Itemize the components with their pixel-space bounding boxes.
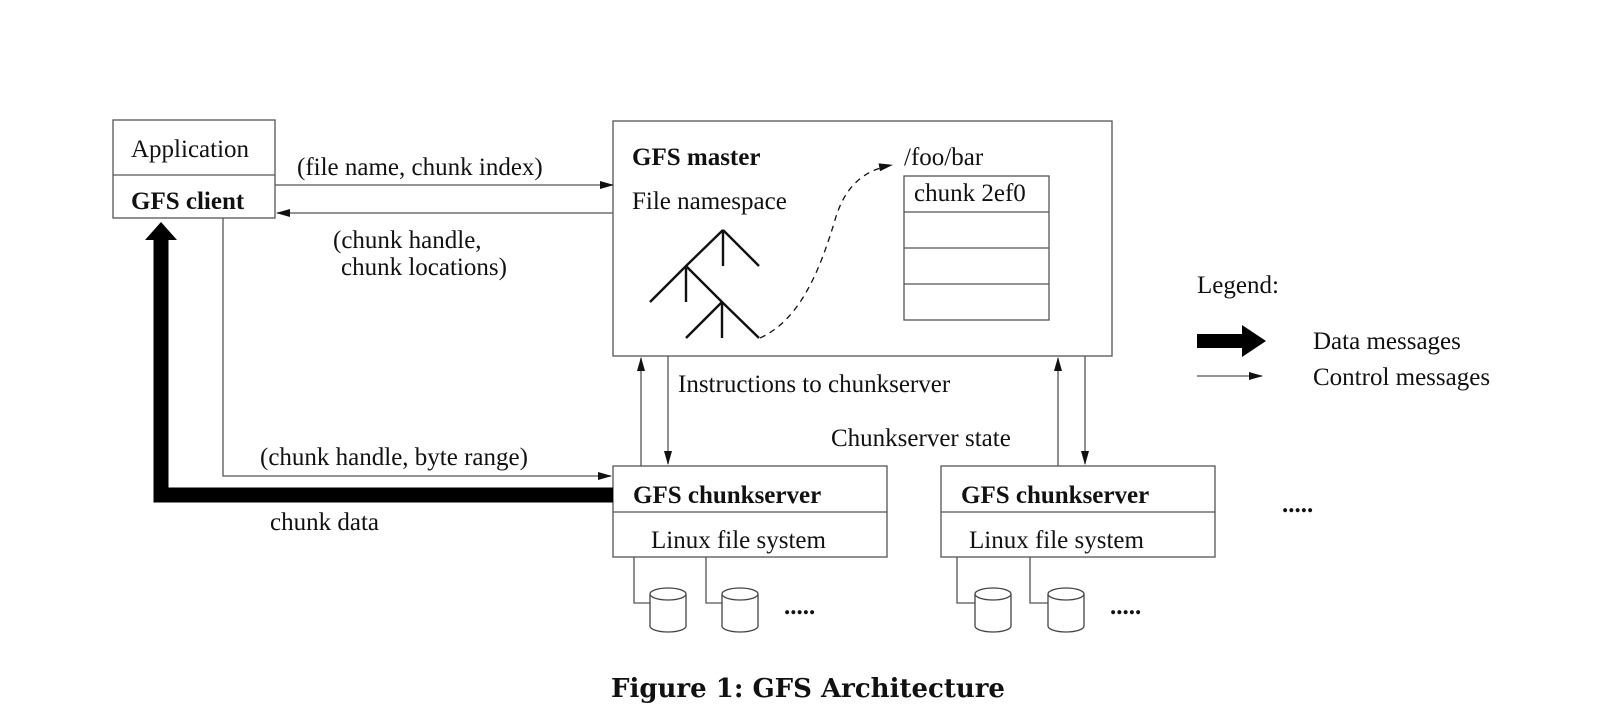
legend-title: Legend: bbox=[1197, 272, 1279, 299]
namespace-tree-icon bbox=[649, 229, 760, 339]
master-box: GFS master File namespace /foo/bar chunk… bbox=[612, 120, 1113, 357]
disk-icon bbox=[974, 587, 1012, 633]
more-chunkservers-ellipsis: ..... bbox=[1282, 491, 1313, 518]
disk-icon bbox=[1047, 587, 1085, 633]
read-request-arrow bbox=[222, 218, 612, 480]
namespace-to-file-pointer bbox=[759, 163, 893, 339]
chunkserver-2-title: GFS chunkserver bbox=[961, 482, 1149, 509]
client-box: Application GFS client bbox=[112, 119, 276, 219]
read-request-label: (chunk handle, byte range) bbox=[260, 444, 528, 471]
client-box-frame bbox=[112, 119, 276, 219]
disk-connector bbox=[633, 557, 650, 604]
chunk-data-label: chunk data bbox=[270, 509, 379, 536]
more-disks-ellipsis: ..... bbox=[784, 593, 815, 620]
disk-connector bbox=[956, 557, 975, 604]
data-message-swatch-icon bbox=[1197, 325, 1266, 357]
request-label: (file name, chunk index) bbox=[297, 154, 543, 181]
reply-label-line2: chunk locations) bbox=[341, 254, 507, 281]
legend-item-control: Control messages bbox=[1313, 364, 1490, 391]
legend-item-data: Data messages bbox=[1313, 328, 1461, 355]
more-disks-ellipsis: ..... bbox=[1110, 593, 1141, 620]
disk-connector bbox=[1029, 557, 1048, 604]
instructions-label: Instructions to chunkserver bbox=[678, 371, 951, 398]
gfs-client-label: GFS client bbox=[131, 188, 245, 215]
chunk-data-arrow bbox=[153, 240, 613, 503]
reply-label-line1: (chunk handle, bbox=[333, 227, 482, 254]
chunkserver-1-title: GFS chunkserver bbox=[633, 482, 821, 509]
chunkserver-2-fs-label: Linux file system bbox=[969, 527, 1145, 554]
chunkserver-1-fs-label: Linux file system bbox=[651, 527, 827, 554]
master-title: GFS master bbox=[632, 144, 760, 171]
chunk-table-row: chunk 2ef0 bbox=[914, 180, 1026, 207]
chunkserver-state-label: Chunkserver state bbox=[831, 425, 1011, 452]
file-path-label: /foo/bar bbox=[904, 144, 984, 171]
disk-connector bbox=[705, 557, 722, 604]
disk-icon bbox=[721, 587, 759, 633]
figure-caption: Figure 1: GFS Architecture bbox=[611, 674, 1005, 703]
chunk-data-arrowhead bbox=[145, 222, 177, 240]
chunkserver-2: GFS chunkserver Linux file system ..... bbox=[940, 465, 1216, 633]
file-namespace-label: File namespace bbox=[632, 188, 787, 215]
chunkserver-1: GFS chunkserver Linux file system ..... bbox=[612, 465, 888, 633]
chunk-table: chunk 2ef0 bbox=[903, 175, 1050, 321]
application-label: Application bbox=[131, 136, 250, 163]
disk-icon bbox=[649, 587, 687, 633]
legend: Legend: Data messages Control messages bbox=[1197, 272, 1490, 391]
